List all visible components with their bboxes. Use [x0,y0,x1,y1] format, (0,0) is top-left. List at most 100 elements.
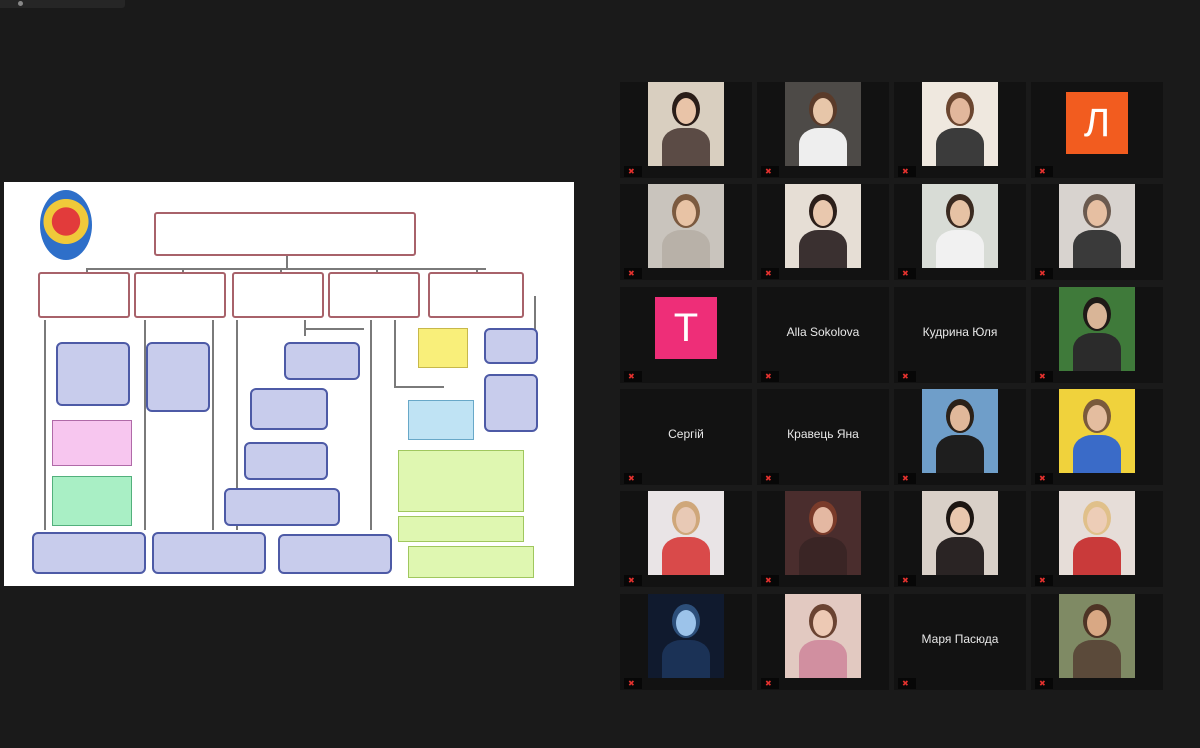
participant-tile[interactable]: ✖ [757,491,889,587]
chart-line [394,386,444,388]
participant-video [922,82,998,166]
chart-line [236,320,238,530]
participant-tile[interactable]: Кравець Яна✖ [757,389,889,485]
participant-face [1087,507,1107,533]
muted-mic-icon: ✖ [765,576,772,585]
muted-mic-icon: ✖ [765,679,772,688]
participant-video [1059,594,1135,678]
chart-box-unit [398,450,524,512]
chart-box-director [154,212,416,256]
chart-line [534,296,536,342]
participant-tile[interactable]: ✖ [1031,184,1163,280]
participant-tile[interactable]: ✖ [757,82,889,178]
participant-display-name: Alla Sokolova [786,325,860,339]
chart-box-deputy [38,272,130,318]
participant-name-tag: ✖ [1035,268,1053,279]
participant-face [676,610,696,636]
participant-body [936,435,984,473]
org-chart [4,182,574,586]
muted-mic-icon: ✖ [628,576,635,585]
participant-name-tag: ✖ [898,678,916,689]
participant-tile[interactable]: Сергій✖ [620,389,752,485]
participant-body [1073,537,1121,575]
participant-face [1087,405,1107,431]
participant-face [676,200,696,226]
participant-tile[interactable]: ✖ [1031,389,1163,485]
muted-mic-icon: ✖ [765,167,772,176]
chart-box-deputy [428,272,524,318]
recording-indicator-icon [18,1,23,6]
chart-box-unit [278,534,392,574]
chart-box-unit [152,532,266,574]
participant-body [662,640,710,678]
chart-box-unit [52,420,132,466]
chart-box-unit [244,442,328,480]
participant-tile[interactable]: ✖ [894,184,1026,280]
participant-name-tag: ✖ [761,371,779,382]
participant-tile[interactable]: ✖ [620,82,752,178]
chart-box-unit [52,476,132,526]
participant-body [936,537,984,575]
muted-mic-icon: ✖ [765,372,772,381]
chart-box-unit [398,516,524,542]
chart-box-unit [408,400,474,440]
chart-box-unit [56,342,130,406]
participant-name-tag: ✖ [624,473,642,484]
muted-mic-icon: ✖ [1039,576,1046,585]
participant-video [1059,389,1135,473]
participant-video [922,389,998,473]
participant-name-tag: ✖ [624,678,642,689]
participant-tile[interactable]: ✖ [894,82,1026,178]
chart-box-unit [484,374,538,432]
participant-body [799,537,847,575]
participant-tile[interactable]: ✖ [894,389,1026,485]
participant-tile[interactable]: T✖ [620,287,752,383]
university-emblem-logo [40,190,92,260]
participant-tile[interactable]: ✖ [894,491,1026,587]
participant-name-tag: ✖ [1035,473,1053,484]
participant-face [813,610,833,636]
muted-mic-icon: ✖ [902,269,909,278]
participant-tile[interactable]: ✖ [620,594,752,690]
participant-tile[interactable]: ✖ [1031,594,1163,690]
participant-name-tag: ✖ [898,371,916,382]
participant-body [1073,640,1121,678]
muted-mic-icon: ✖ [628,474,635,483]
participant-display-name: Маря Пасюда [921,632,999,646]
participant-tile[interactable]: Кудрина Юля ✖ [894,287,1026,383]
participant-tile[interactable]: ✖ [757,594,889,690]
participant-face [950,200,970,226]
shared-screen[interactable] [4,182,574,586]
participant-face [813,507,833,533]
participant-name-tag: ✖ [1035,575,1053,586]
participant-tile[interactable]: ✖ [620,491,752,587]
participant-body [662,537,710,575]
participant-face [950,405,970,431]
participant-tile[interactable]: ✖ [620,184,752,280]
chart-box-unit [484,328,538,364]
participant-tile[interactable]: ✖ [1031,491,1163,587]
participant-tile[interactable]: Маря Пасюда ✖ [894,594,1026,690]
participant-face [950,98,970,124]
participant-name-tag: ✖ [898,473,916,484]
muted-mic-icon: ✖ [628,269,635,278]
participant-tile[interactable]: Л✖ [1031,82,1163,178]
muted-mic-icon: ✖ [765,474,772,483]
participant-video [1059,287,1135,371]
participant-body [1073,435,1121,473]
participant-name-tag: ✖ [761,166,779,177]
chart-box-unit [146,342,210,412]
participant-face [1087,303,1107,329]
participant-name-tag: ✖ [898,268,916,279]
participant-name-tag: ✖ [898,166,916,177]
chart-line [212,320,214,530]
muted-mic-icon: ✖ [902,167,909,176]
participant-tile[interactable]: ✖ [757,184,889,280]
participant-display-name: Кудрина Юля [922,325,998,339]
chart-box-unit [32,532,146,574]
participant-tile[interactable]: ✖ [1031,287,1163,383]
participant-tile[interactable]: Alla Sokolova ✖ [757,287,889,383]
muted-mic-icon: ✖ [902,372,909,381]
muted-mic-icon: ✖ [1039,269,1046,278]
participant-video [785,82,861,166]
